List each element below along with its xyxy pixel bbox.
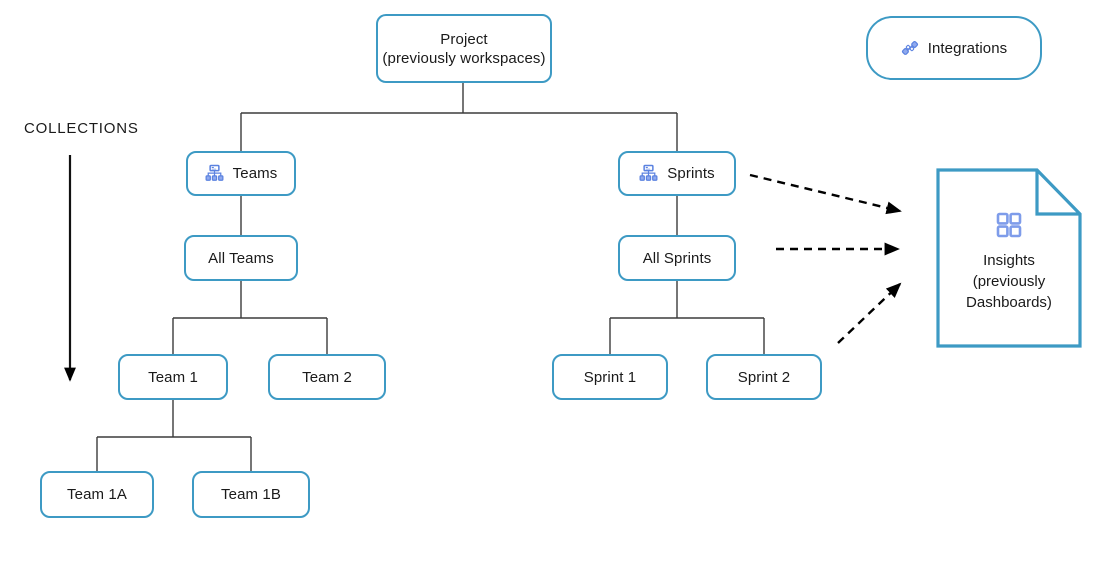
node-team-1a-label: Team 1A <box>67 486 127 503</box>
node-team-1b-label: Team 1B <box>221 486 281 503</box>
node-team-1b[interactable]: Team 1B <box>192 471 310 518</box>
dashboard-grid-icon <box>996 212 1022 238</box>
node-all-sprints-label: All Sprints <box>642 249 712 267</box>
node-team-1a[interactable]: Team 1A <box>40 471 154 518</box>
node-all-teams[interactable]: All Teams <box>184 235 298 281</box>
node-sprint-1[interactable]: Sprint 1 <box>552 354 668 400</box>
node-all-teams-label: All Teams <box>208 249 274 267</box>
node-team-2-label: Team 2 <box>302 368 352 386</box>
document-shape <box>936 168 1082 348</box>
node-insights[interactable]: Insights (previously Dashboards) <box>936 168 1082 348</box>
collections-label: COLLECTIONS <box>24 120 139 137</box>
node-project[interactable]: Project (previously workspaces) <box>376 14 552 83</box>
node-insights-label: Insights (previously Dashboards) <box>966 252 1052 311</box>
node-sprints-label: Sprints <box>667 165 715 182</box>
node-teams[interactable]: Teams <box>186 151 296 196</box>
node-team-1-label: Team 1 <box>148 368 198 386</box>
edge-sprints-to-insights <box>749 173 902 215</box>
node-teams-label: Teams <box>232 165 278 182</box>
node-sprint-1-label: Sprint 1 <box>583 368 637 386</box>
link-chain-icon <box>901 39 919 57</box>
node-all-sprints[interactable]: All Sprints <box>618 235 736 281</box>
node-sprint-2-label: Sprint 2 <box>737 368 791 386</box>
sitemap-icon <box>205 164 224 183</box>
node-project-label: Project (previously workspaces) <box>382 30 546 67</box>
node-team-1[interactable]: Team 1 <box>118 354 228 400</box>
node-integrations-label: Integrations <box>927 39 1008 57</box>
node-sprint-2[interactable]: Sprint 2 <box>706 354 822 400</box>
edge-sprint2-to-insights <box>837 282 902 344</box>
sitemap-icon <box>639 164 658 183</box>
node-sprints[interactable]: Sprints <box>618 151 736 196</box>
node-integrations[interactable]: Integrations <box>866 16 1042 80</box>
node-team-2[interactable]: Team 2 <box>268 354 386 400</box>
